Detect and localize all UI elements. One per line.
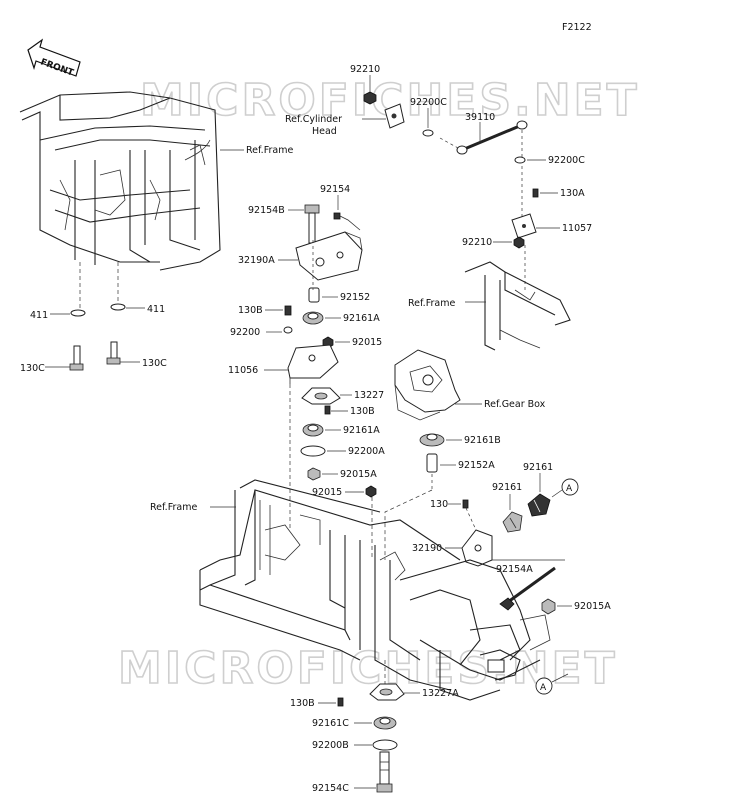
label-92161-a: 92161 — [492, 482, 522, 493]
washer-92200A — [300, 445, 326, 457]
bolt-130B-a — [284, 305, 292, 316]
bracket-11057 — [511, 213, 537, 239]
nut-92015A-a — [307, 467, 321, 481]
watermark-bottom: MICROFICHES.NET — [118, 643, 618, 694]
bolt-92154C — [376, 751, 393, 793]
label-92161-b: 92161 — [523, 462, 553, 473]
bolt-130 — [462, 499, 469, 509]
label-92161A-a: 92161A — [343, 313, 380, 324]
rubber-92161A-b — [302, 423, 324, 437]
ref-frame-bottom: Ref.Frame — [150, 502, 197, 513]
ref-frame-right: Ref.Frame — [408, 298, 455, 309]
label-92154: 92154 — [320, 184, 350, 195]
bolt-92154 — [333, 212, 361, 231]
washer-411-left — [70, 309, 86, 317]
bolt-130B-c — [337, 697, 344, 707]
collar-92152A — [426, 453, 438, 473]
label-130C-a: 130C — [20, 363, 45, 374]
label-92152: 92152 — [340, 292, 370, 303]
bolt-92154A — [499, 566, 556, 611]
label-11057: 11057 — [562, 223, 592, 234]
label-130: 130 — [430, 499, 448, 510]
label-92200B: 92200B — [312, 740, 349, 751]
bolt-92154B — [304, 204, 320, 244]
label-92161A-b: 92161A — [343, 425, 380, 436]
ref-cylinder-head: Ref.Cylinder — [285, 114, 342, 125]
label-13227A: 13227A — [422, 688, 459, 699]
label-130B-b: 130B — [350, 406, 375, 417]
ref-frame-top: Ref.Frame — [246, 145, 293, 156]
label-92200C-b: 92200C — [548, 155, 585, 166]
rubber-92161-b — [527, 493, 551, 517]
label-92015-b: 92015 — [312, 487, 342, 498]
label-411-a: 411 — [30, 310, 48, 321]
label-411-b: 411 — [147, 304, 165, 315]
washer-92200 — [283, 326, 293, 334]
nut-92015-b — [365, 485, 377, 498]
label-130B-c: 130B — [290, 698, 315, 709]
label-92210-b: 92210 — [462, 237, 492, 248]
bracket-32190A — [295, 231, 363, 281]
washer-92200C-b — [514, 156, 526, 164]
label-13227: 13227 — [354, 390, 384, 401]
plate-13227A — [369, 683, 405, 701]
cylinder-head-bracket — [384, 103, 405, 129]
label-32190A: 32190A — [238, 255, 275, 266]
torque-rod-39110 — [456, 120, 528, 155]
diagram-code: F2122 — [562, 22, 592, 33]
label-11056: 11056 — [228, 365, 258, 376]
right-frame-drawing — [464, 245, 571, 351]
bolt-130B-b — [324, 405, 331, 415]
bolt-130C-right — [106, 341, 121, 365]
label-92015A-a: 92015A — [340, 469, 377, 480]
nut-92015A-b — [541, 598, 556, 615]
callout-A-bottom: A — [535, 673, 569, 695]
callout-A-bottom-label: A — [540, 683, 547, 693]
gear-box-bracket — [394, 349, 461, 421]
label-92154B: 92154B — [248, 205, 285, 216]
label-92161C: 92161C — [312, 718, 349, 729]
label-92152A: 92152A — [458, 460, 495, 471]
rubber-92161-a — [502, 511, 523, 533]
label-92015A-b: 92015A — [574, 601, 611, 612]
plate-13227 — [301, 387, 341, 405]
washer-92200C-a — [422, 129, 434, 137]
bracket-11056 — [287, 344, 339, 384]
washer-92200B — [372, 739, 398, 751]
label-92200C-a: 92200C — [410, 97, 447, 108]
label-92161B: 92161B — [464, 435, 501, 446]
label-39110: 39110 — [465, 112, 495, 123]
callout-A-top-label: A — [566, 484, 573, 494]
rubber-92161A-a — [302, 311, 324, 325]
label-130A: 130A — [560, 188, 585, 199]
label-92200A: 92200A — [348, 446, 385, 457]
nut-92210-top — [363, 91, 377, 105]
label-92154A: 92154A — [496, 564, 533, 575]
upper-frame-drawing — [19, 91, 221, 310]
callout-A-top: A — [551, 478, 579, 498]
label-92210-top: 92210 — [350, 64, 380, 75]
ref-cylinder-head-2: Head — [312, 126, 337, 137]
lower-frame-drawing — [199, 479, 551, 701]
label-92200: 92200 — [230, 327, 260, 338]
label-130B-a: 130B — [238, 305, 263, 316]
bolt-130A — [532, 188, 539, 198]
ref-gear-box: Ref.Gear Box — [484, 399, 546, 410]
label-130C-b: 130C — [142, 358, 167, 369]
label-92015-a: 92015 — [352, 337, 382, 348]
front-arrow-icon: FRONT — [27, 38, 81, 79]
label-92154C: 92154C — [312, 783, 349, 794]
rubber-92161C — [373, 716, 397, 730]
label-32190: 32190 — [412, 543, 442, 554]
washer-411-right — [110, 303, 126, 311]
nut-92210-b — [513, 236, 525, 249]
rubber-92161B — [419, 433, 445, 447]
bolt-130C-left — [69, 345, 84, 371]
collar-92152 — [308, 287, 320, 303]
